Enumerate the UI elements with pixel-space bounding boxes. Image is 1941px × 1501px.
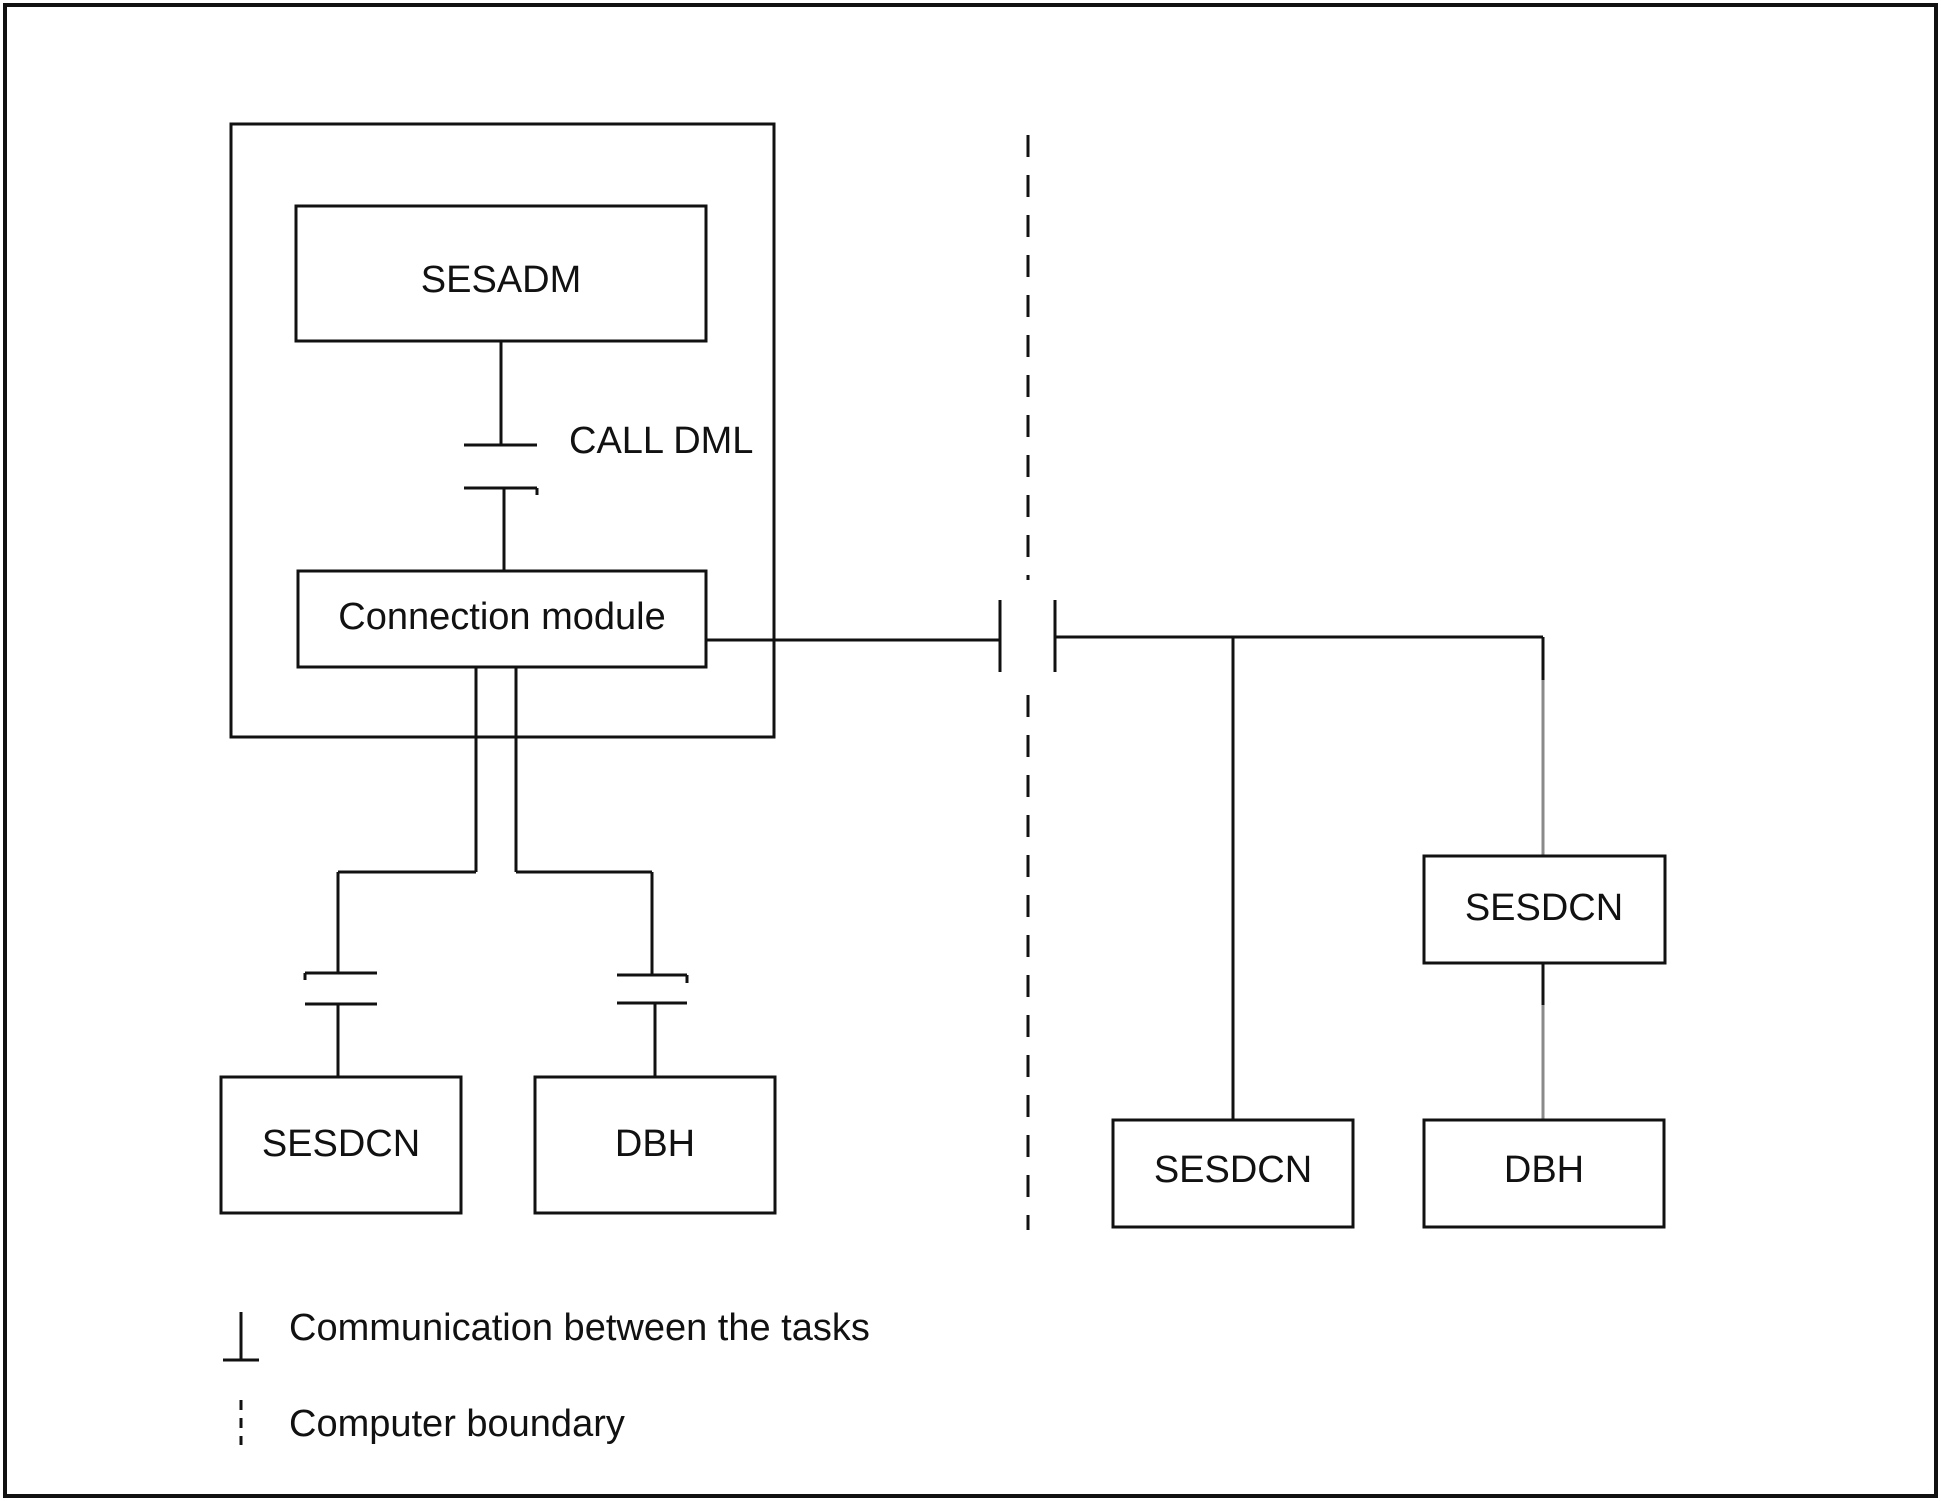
connection-module-label: Connection module xyxy=(338,596,665,638)
local-dbh-label: DBH xyxy=(615,1123,695,1165)
legend-boundary-label: Computer boundary xyxy=(289,1403,625,1445)
connection-module-box xyxy=(296,569,708,669)
remote-sesdcn-upper-label: SESDCN xyxy=(1465,887,1623,929)
remote-dbh-box xyxy=(1422,1118,1666,1229)
local-sesdcn-label: SESDCN xyxy=(262,1123,420,1165)
figure-frame xyxy=(3,3,1938,1498)
remote-sesdcn-lower-box xyxy=(1111,1118,1355,1229)
local-sesdcn-box xyxy=(219,1075,463,1215)
host-computer-box xyxy=(229,122,776,739)
sesadm-label: SESADM xyxy=(421,259,581,301)
remote-sesdcn-lower-label: SESDCN xyxy=(1154,1149,1312,1191)
local-dbh-box xyxy=(533,1075,777,1215)
legend-communication-label: Communication between the tasks xyxy=(289,1307,870,1349)
call-dml-label: CALL DML xyxy=(569,420,753,462)
remote-dbh-label: DBH xyxy=(1504,1149,1584,1191)
